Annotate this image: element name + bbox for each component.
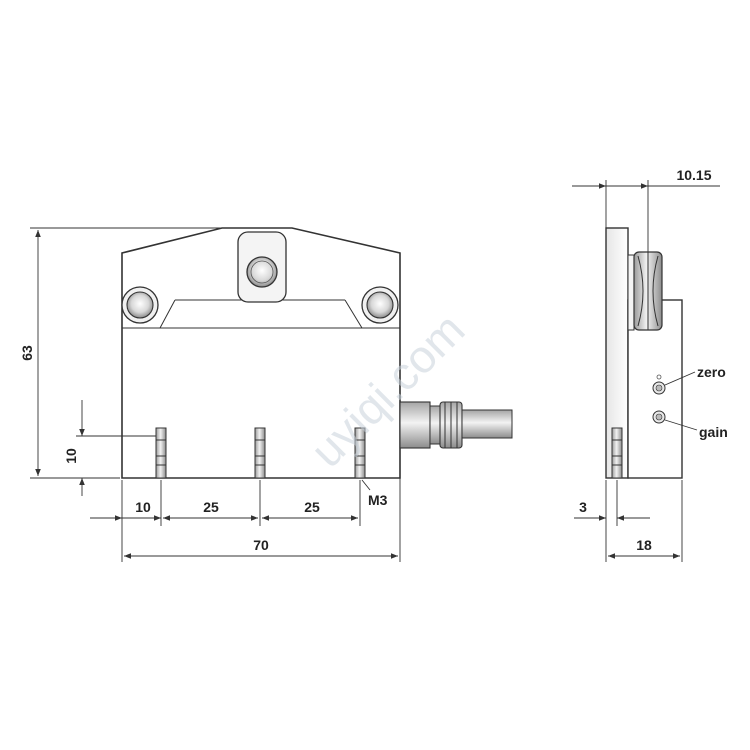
dim-10-15: 10.15 — [676, 167, 711, 183]
side-pulley — [633, 251, 663, 331]
top-roller — [246, 256, 278, 288]
right-roller — [366, 291, 394, 319]
dim-10-vertical: 10 — [63, 448, 79, 464]
gain-label: gain — [699, 424, 728, 440]
left-roller — [126, 291, 154, 319]
pin-2 — [254, 427, 266, 479]
zero-label: zero — [697, 364, 726, 380]
zero-indicator-dot — [656, 374, 662, 380]
pin-3 — [354, 427, 366, 479]
side-dimensions: 10.15 3 18 — [572, 167, 720, 562]
cable-connector — [399, 401, 513, 449]
pin-1 — [155, 427, 167, 479]
top-roller-inner — [250, 260, 274, 284]
side-pin — [611, 427, 623, 479]
side-bracket — [627, 254, 635, 331]
front-view — [121, 227, 513, 479]
dim-10-horizontal: 10 — [135, 499, 151, 515]
dim-63: 63 — [19, 345, 35, 361]
dim-3: 3 — [579, 499, 587, 515]
thread-label-m3: M3 — [368, 492, 388, 508]
side-view: zero gain — [605, 227, 728, 479]
dim-70: 70 — [253, 537, 269, 553]
dim-25-second: 25 — [304, 499, 320, 515]
dim-18: 18 — [636, 537, 652, 553]
front-dimensions: 63 10 10 25 25 M3 70 — [19, 227, 401, 562]
dim-25-first: 25 — [203, 499, 219, 515]
